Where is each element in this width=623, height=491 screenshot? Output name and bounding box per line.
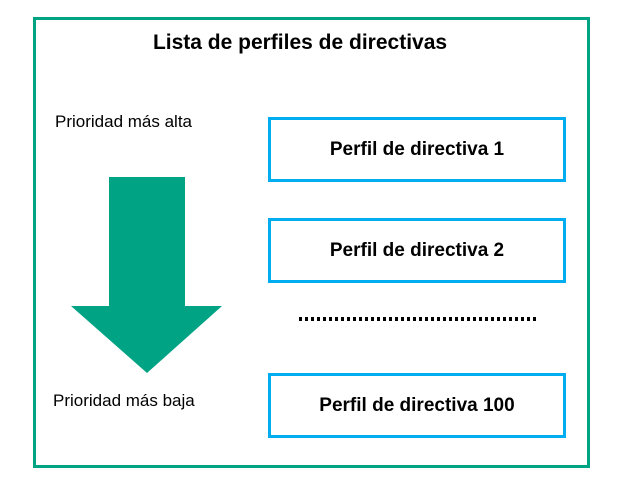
down-arrow-icon — [71, 177, 222, 373]
dotted-line-icon — [299, 317, 538, 321]
priority-lowest-label: Prioridad más baja — [53, 391, 195, 410]
priority-highest-label: Prioridad más alta — [55, 112, 193, 131]
profile-box[interactable]: Perfil de directiva 2 — [268, 218, 566, 283]
profile-box[interactable]: Perfil de directiva 1 — [268, 117, 566, 182]
profile-box-label: Perfil de directiva 1 — [329, 138, 505, 160]
profile-box[interactable]: Perfil de directiva 100 — [268, 373, 566, 438]
profile-box-label: Perfil de directiva 2 — [329, 239, 505, 261]
profile-box-label: Perfil de directiva 100 — [319, 394, 515, 416]
page-title: Lista de perfiles de directivas — [152, 31, 448, 54]
